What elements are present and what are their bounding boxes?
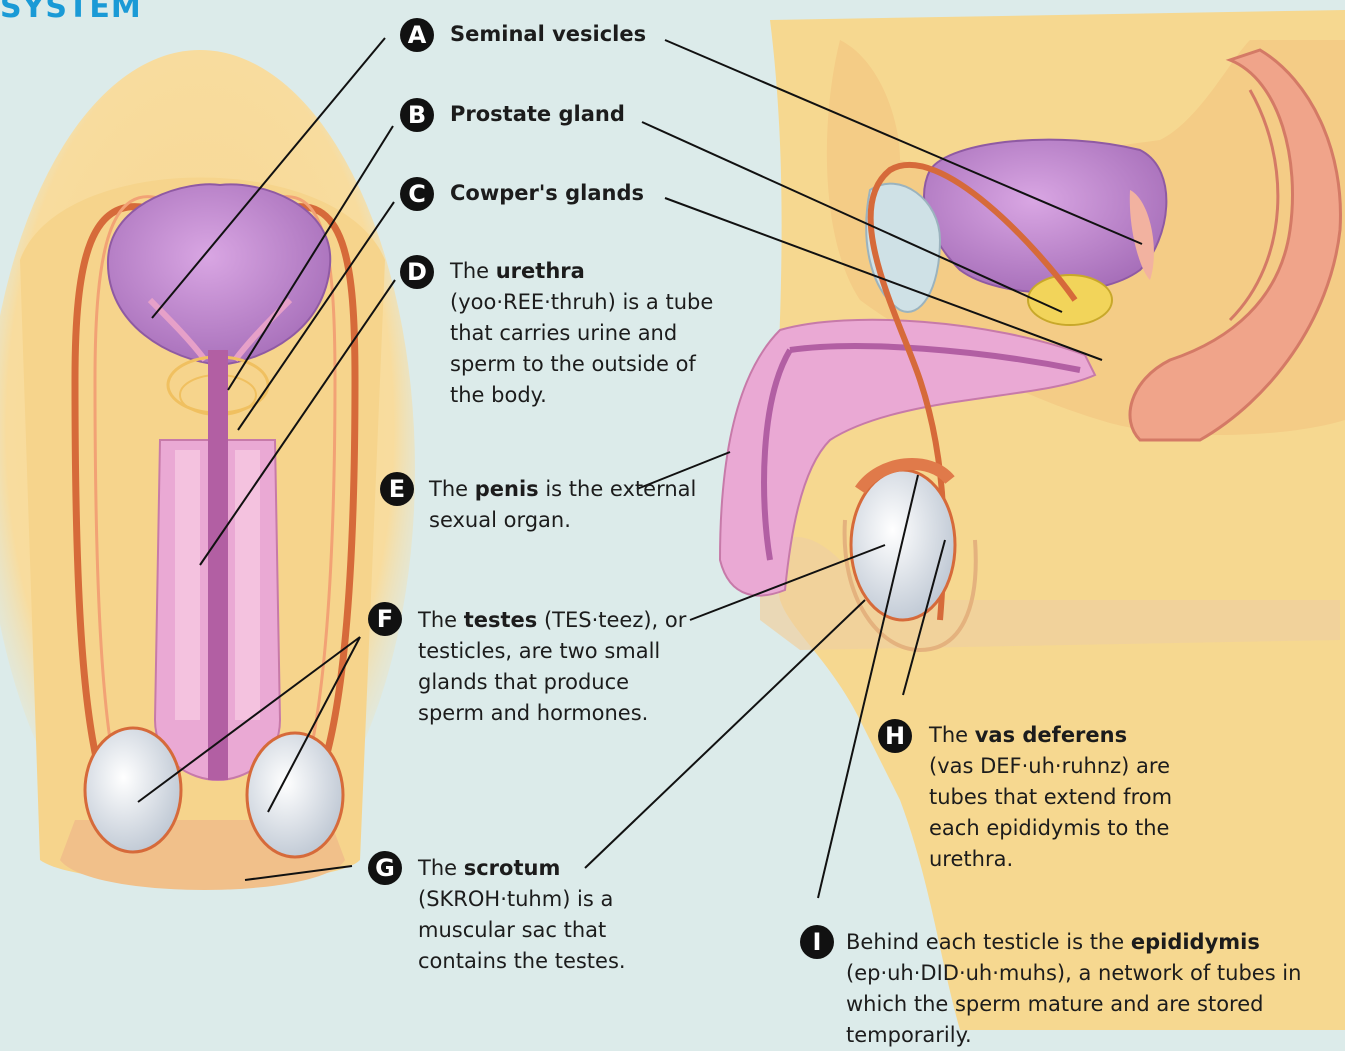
label-e: The penis is the external sexual organ. [429, 474, 699, 536]
label-i-pre: Behind each testicle is the [846, 930, 1131, 954]
label-b-term: Prostate gland [450, 102, 625, 126]
label-i-text: (ep·uh·DID·uh·muhs), a network of tubes … [846, 961, 1301, 1047]
label-h-text: (vas DEF·uh·ruhnz) are tubes that extend… [929, 754, 1172, 871]
label-g-pre: The [418, 856, 464, 880]
label-e-pre: The [429, 477, 475, 501]
label-h-term: vas deferens [975, 723, 1127, 747]
frontal-view [0, 50, 415, 890]
section-heading: SYSTEM [0, 0, 142, 25]
label-g: The scrotum (SKROH·tuhm) is a muscular sa… [418, 853, 668, 977]
label-d-text: (yoo·REE·thruh) is a tube that carries u… [450, 290, 713, 407]
label-f-pre: The [418, 608, 464, 632]
label-h-pre: The [929, 723, 975, 747]
side-view [720, 10, 1345, 1030]
label-f-term: testes [464, 608, 538, 632]
label-c: Cowper's glands [450, 178, 644, 209]
label-f-badge: F [368, 602, 402, 636]
label-g-text: (SKROH·tuhm) is a muscular sac that cont… [418, 887, 626, 973]
label-a-term: Seminal vesicles [450, 22, 646, 46]
label-g-term: scrotum [464, 856, 561, 880]
label-h: The vas deferens (vas DEF·uh·ruhnz) are t… [929, 720, 1229, 875]
label-i-term: epididymis [1131, 930, 1260, 954]
label-i-badge: I [800, 925, 834, 959]
label-f: The testes (TES·teez), or testicles, are… [418, 605, 693, 729]
label-d-pre: The [450, 259, 496, 283]
label-i: Behind each testicle is the epididymis (e… [846, 927, 1326, 1051]
label-c-term: Cowper's glands [450, 181, 644, 205]
label-d: The urethra (yoo·REE·thruh) is a tube tha… [450, 256, 735, 411]
label-h-badge: H [878, 719, 912, 753]
label-e-term: penis [475, 477, 539, 501]
label-e-badge: E [380, 472, 414, 506]
label-c-badge: C [400, 177, 434, 211]
label-d-badge: D [400, 255, 434, 289]
label-a-badge: A [400, 18, 434, 52]
label-d-term: urethra [496, 259, 585, 283]
label-a: Seminal vesicles [450, 19, 646, 50]
label-g-badge: G [368, 851, 402, 885]
label-b-badge: B [400, 98, 434, 132]
label-b: Prostate gland [450, 99, 625, 130]
